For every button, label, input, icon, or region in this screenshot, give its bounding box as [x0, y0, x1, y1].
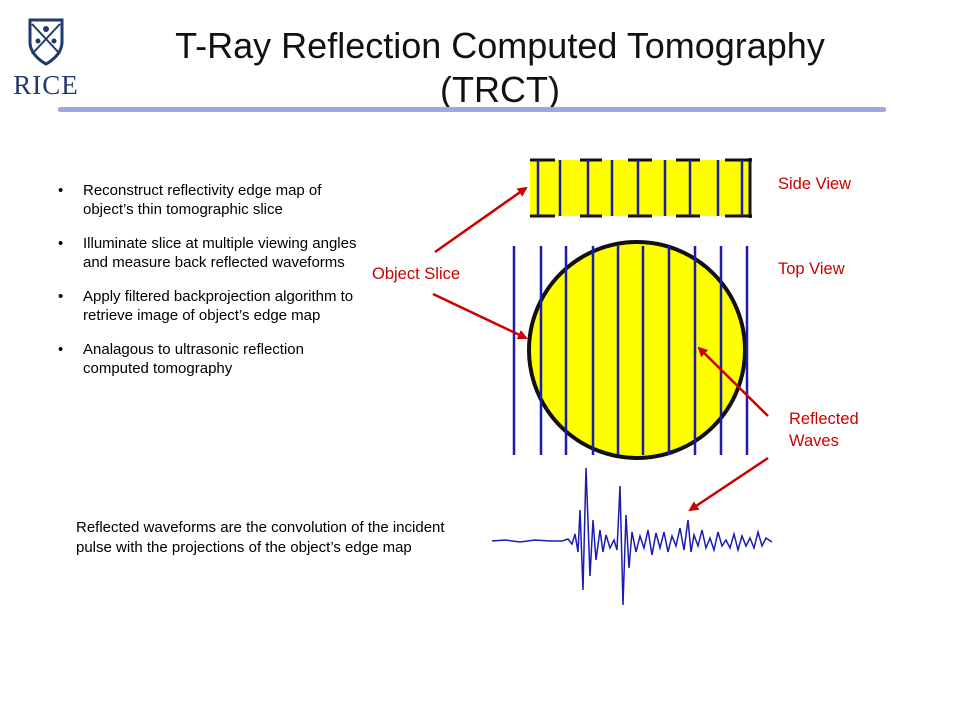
logo-wordmark: RICE: [13, 70, 79, 100]
object-slice-arrow-side: [434, 186, 528, 254]
title-divider: [58, 107, 886, 112]
rice-shield-icon: [28, 18, 64, 66]
side-view-wave-lines: [536, 160, 744, 216]
rice-logo: RICE: [10, 14, 82, 104]
bullet-item: Analagous to ultrasonic reflection compu…: [58, 341, 363, 378]
annotation-arrows: [432, 186, 769, 512]
reflected-waves-arrow-signal: [688, 456, 769, 512]
title-line-2: (TRCT): [440, 69, 560, 110]
reflected-waves-label-line-1: Reflected: [789, 410, 859, 428]
bullet-item: Apply filtered backprojection algorithm …: [58, 288, 363, 325]
top-view-wave-lines: [512, 246, 749, 455]
object-slice-arrow-top: [432, 292, 528, 340]
side-view-label: Side View: [778, 175, 852, 193]
side-view-tick-marks: [530, 158, 752, 218]
object-disc: [527, 240, 747, 460]
reflected-waves-label: Reflected Waves: [789, 408, 859, 452]
bullet-list: Reconstruct reflectivity edge map of obj…: [58, 182, 363, 394]
reflected-waveform: [491, 467, 773, 606]
object-slice-label: Object Slice: [372, 265, 461, 283]
bullet-item: Illuminate slice at multiple viewing ang…: [58, 235, 363, 272]
bullet-item: Reconstruct reflectivity edge map of obj…: [58, 182, 363, 219]
side-view-slab: [530, 158, 752, 218]
side-view-fill: [530, 160, 750, 216]
reflected-waves-label-line-2: Waves: [789, 432, 839, 450]
top-view-label: Top View: [778, 260, 845, 278]
top-view-disc: [512, 240, 749, 460]
title-line-1: T-Ray Reflection Computed Tomography: [175, 25, 825, 66]
reflected-waves-arrow-disc: [697, 346, 769, 417]
page-title: T-Ray Reflection Computed Tomography (TR…: [150, 24, 850, 112]
convolution-note: Reflected waveforms are the convolution …: [76, 519, 445, 556]
